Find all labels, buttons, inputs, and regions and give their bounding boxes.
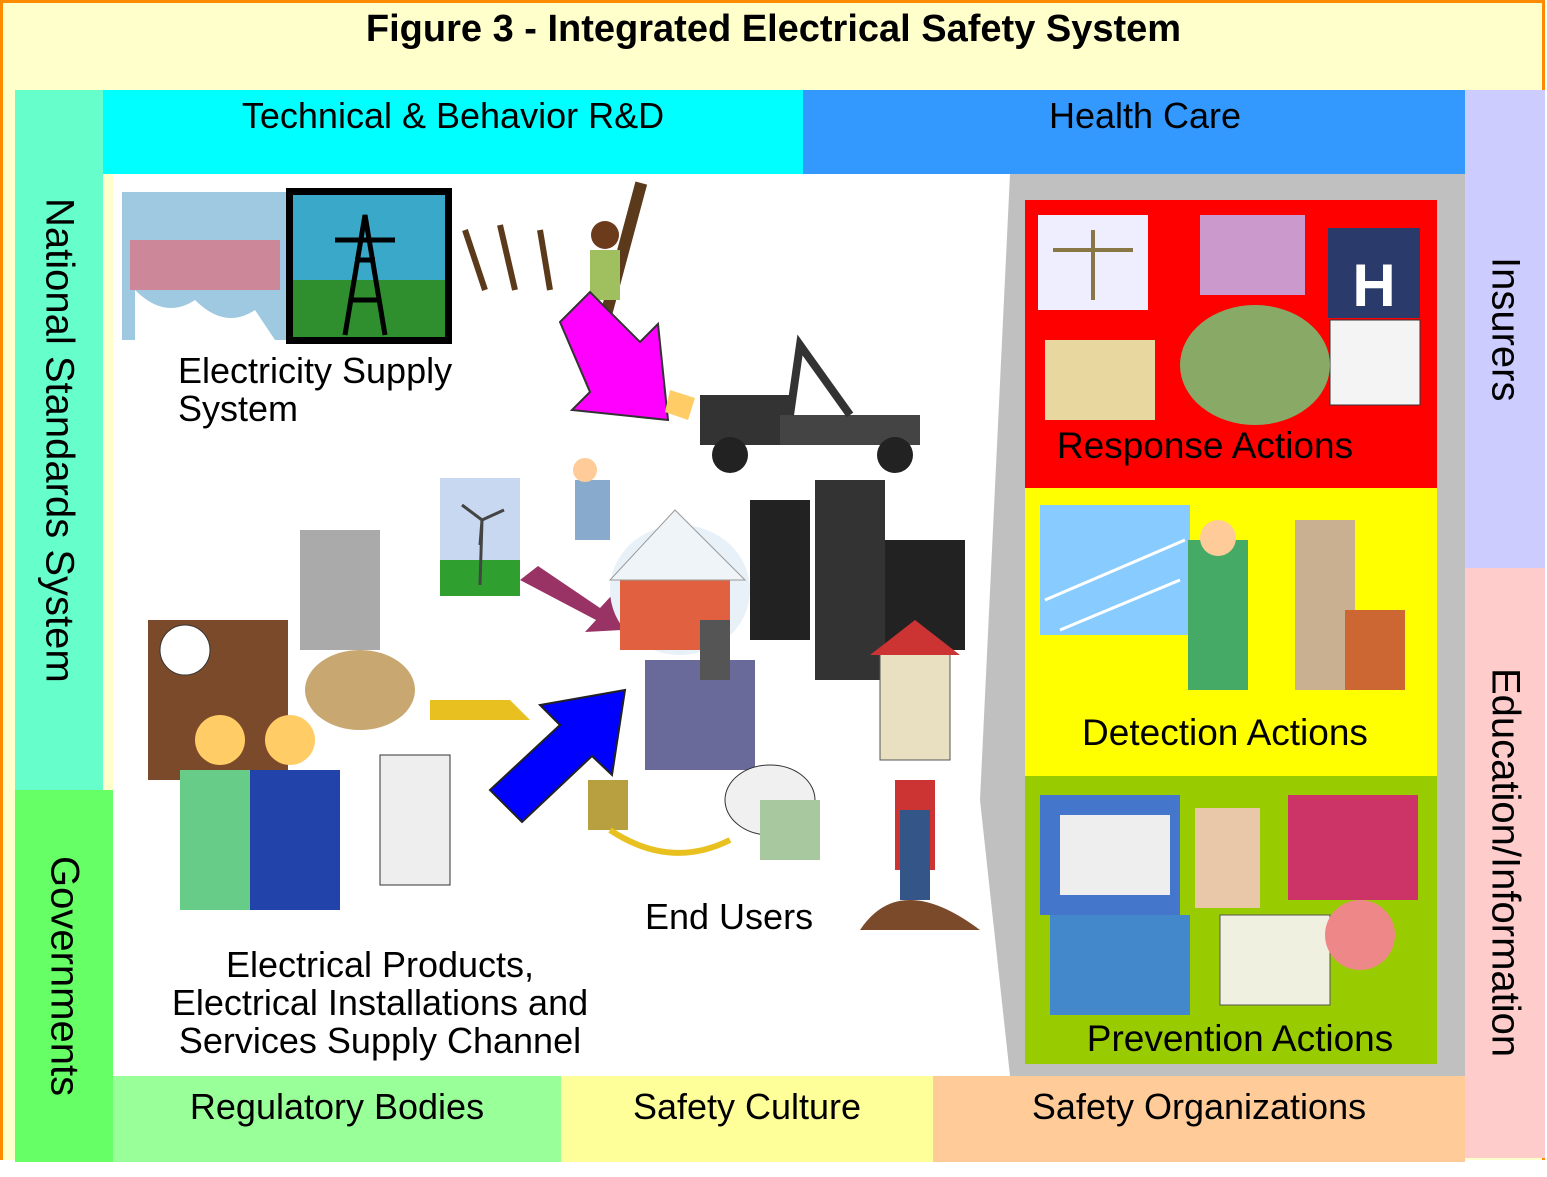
- electricity-supply-line2: System: [178, 388, 299, 430]
- electricity-supply-line1: Electricity Supply: [178, 350, 453, 391]
- band-health-care-label: Health Care: [1048, 95, 1242, 136]
- band-national-standards-label: National Standards System: [37, 197, 82, 683]
- band-regulatory-bodies: Regulatory Bodies: [113, 1076, 561, 1162]
- end-users-image: [588, 764, 980, 930]
- band-governments-label: Governments: [42, 855, 87, 1097]
- products-channel-line1: Electrical Products,: [225, 944, 535, 985]
- end-users-label: End Users: [645, 896, 814, 937]
- products-channel-line2: Electrical Installations and: [171, 982, 589, 1024]
- products-channel-label: Electrical Products, Electrical Installa…: [120, 944, 640, 1062]
- band-safety-culture-label: Safety Culture: [632, 1086, 862, 1127]
- dam-image: [122, 192, 290, 340]
- band-technical-rd-label: Technical & Behavior R&D: [241, 95, 665, 136]
- response-clipart: H: [1038, 215, 1421, 425]
- band-regulatory-label: Regulatory Bodies: [189, 1086, 485, 1127]
- band-insurers: Insurers: [1465, 90, 1545, 568]
- band-national-standards: National Standards System: [15, 90, 103, 790]
- prevention-clipart: [1040, 795, 1418, 1015]
- detection-clipart: [1040, 505, 1405, 690]
- detection-actions-label: Detection Actions: [1082, 712, 1368, 753]
- svg-text:H: H: [1352, 252, 1395, 319]
- turbine-arrow: [520, 566, 622, 632]
- crane-truck-image: [700, 334, 920, 473]
- band-technical-rd: Technical & Behavior R&D: [103, 90, 803, 174]
- band-safety-organizations-label: Safety Organizations: [1031, 1086, 1367, 1127]
- response-actions-label: Response Actions: [1056, 425, 1354, 466]
- tower-image: [286, 188, 452, 344]
- products-channel-line3: Services Supply Channel: [178, 1020, 582, 1062]
- figure-title: Figure 3 - Integrated Electrical Safety …: [365, 8, 1182, 50]
- band-education-label: Education/Information: [1483, 668, 1528, 1058]
- kite-kid-image: [573, 390, 695, 540]
- electricity-supply-label: Electricity Supply System: [150, 350, 530, 430]
- band-health-care: Health Care: [803, 90, 1487, 174]
- band-safety-culture: Safety Culture: [561, 1076, 933, 1162]
- prevention-actions-label: Prevention Actions: [1086, 1018, 1394, 1059]
- band-governments: Governments: [15, 790, 113, 1162]
- workers-image: [148, 530, 530, 910]
- band-education: Education/Information: [1465, 568, 1545, 1158]
- factory-image: [645, 620, 755, 770]
- wind-turbine-image: [440, 478, 520, 596]
- products-arrow: [488, 688, 627, 824]
- band-safety-organizations: Safety Organizations: [933, 1076, 1465, 1162]
- supply-arrow: [558, 290, 670, 422]
- band-insurers-label: Insurers: [1483, 256, 1528, 402]
